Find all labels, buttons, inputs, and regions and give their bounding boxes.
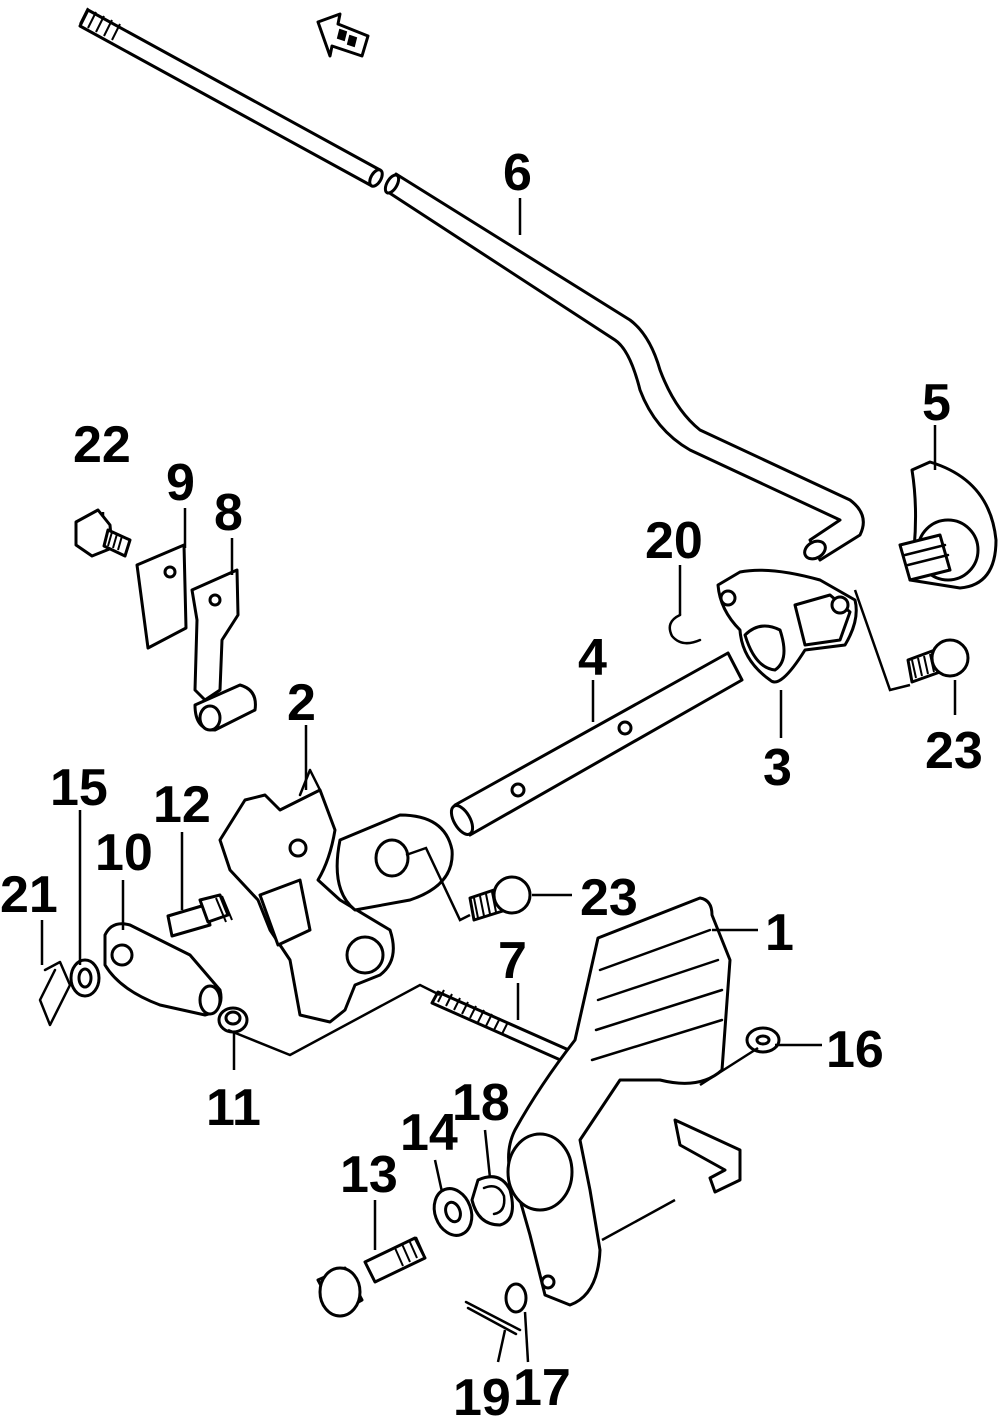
bushing-part-11 [217, 1006, 249, 1034]
spring-washer-part-18 [470, 1175, 514, 1227]
callout-23-upper: 23 [925, 722, 983, 780]
callout-12: 12 [153, 776, 211, 834]
washer-part-16 [745, 1026, 781, 1054]
bolt-part-23-upper [906, 638, 970, 684]
washer-part-14 [432, 1187, 474, 1237]
clip-part-20 [668, 613, 702, 645]
callout-23-middle: 23 [580, 869, 638, 927]
callout-16: 16 [826, 1021, 884, 1079]
pin-bolt-part-12 [166, 893, 233, 938]
cotter-pin-part-19 [464, 1300, 522, 1336]
bolt-part-22 [74, 508, 132, 558]
rod-part-6 [78, 7, 865, 562]
callout-19: 19 [453, 1369, 511, 1418]
lever-bracket-part-2 [218, 768, 454, 1024]
callout-15: 15 [50, 759, 108, 817]
callout-10: 10 [95, 824, 153, 882]
leader-lines [40, 198, 957, 1363]
callout-1: 1 [765, 904, 794, 962]
callout-20: 20 [645, 512, 703, 570]
callout-22: 22 [73, 416, 131, 474]
callout-13: 13 [340, 1146, 398, 1204]
shaft-part-4 [449, 651, 744, 837]
callout-6: 6 [503, 144, 532, 202]
callout-9: 9 [166, 454, 195, 512]
callout-4: 4 [578, 629, 607, 687]
callout-3: 3 [763, 739, 792, 797]
callout-8: 8 [214, 484, 243, 542]
bolt-part-23-middle [468, 875, 532, 922]
callout-17: 17 [513, 1359, 571, 1417]
pivot-bracket-part-5 [898, 460, 998, 590]
callout-11: 11 [206, 1079, 261, 1137]
plate-part-9 [135, 543, 188, 650]
bolt-part-13 [316, 1236, 427, 1318]
callout-7: 7 [498, 932, 527, 990]
callout-labels: 1 2 3 4 5 6 7 8 9 10 11 12 13 14 15 16 1… [0, 144, 983, 1418]
cotter-part-21 [38, 960, 72, 1027]
callout-5: 5 [922, 374, 951, 432]
callout-2: 2 [287, 674, 316, 732]
threaded-rod-part-7 [430, 989, 582, 1068]
brake-pedal-part-1 [506, 896, 742, 1307]
callout-21: 21 [0, 866, 58, 924]
lever-arm-part-3 [716, 568, 858, 684]
arrow-fr-icon [316, 12, 370, 58]
arm-part-8 [190, 568, 257, 732]
callout-18: 18 [452, 1074, 510, 1132]
callout-14: 14 [400, 1104, 458, 1162]
washer-part-15 [69, 958, 101, 998]
link-part-10 [103, 922, 223, 1017]
washer-part-17 [504, 1282, 528, 1314]
